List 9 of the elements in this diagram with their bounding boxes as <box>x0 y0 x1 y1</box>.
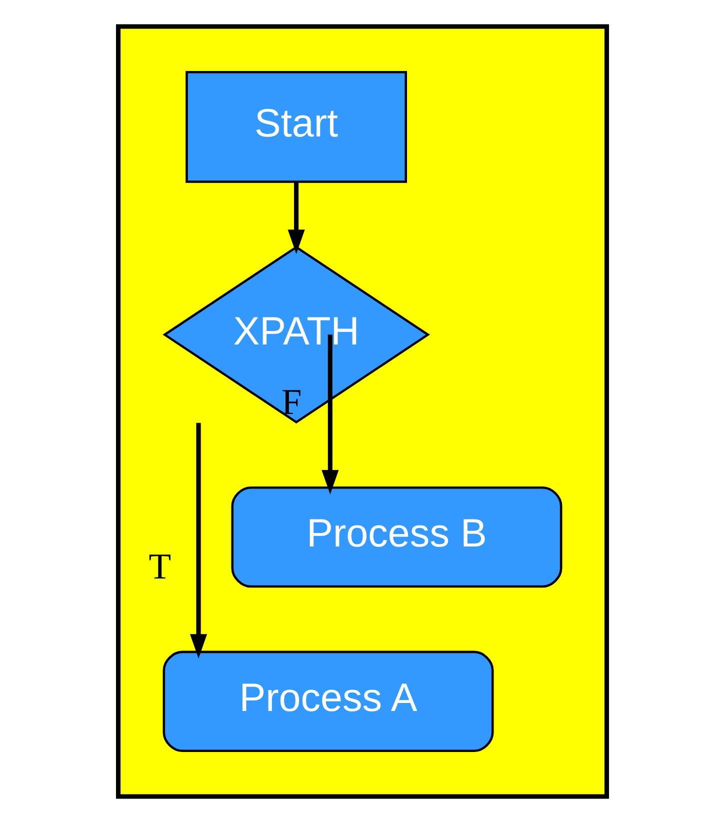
arrow <box>288 182 305 254</box>
node-box: Process A <box>162 650 494 752</box>
edge-label: T <box>148 545 172 586</box>
node-box: Process B <box>231 486 562 588</box>
arrow <box>190 422 208 658</box>
arrow <box>322 334 339 494</box>
cluster <box>116 24 610 799</box>
edge-label: F <box>281 381 302 422</box>
node-box: Start <box>186 71 408 183</box>
